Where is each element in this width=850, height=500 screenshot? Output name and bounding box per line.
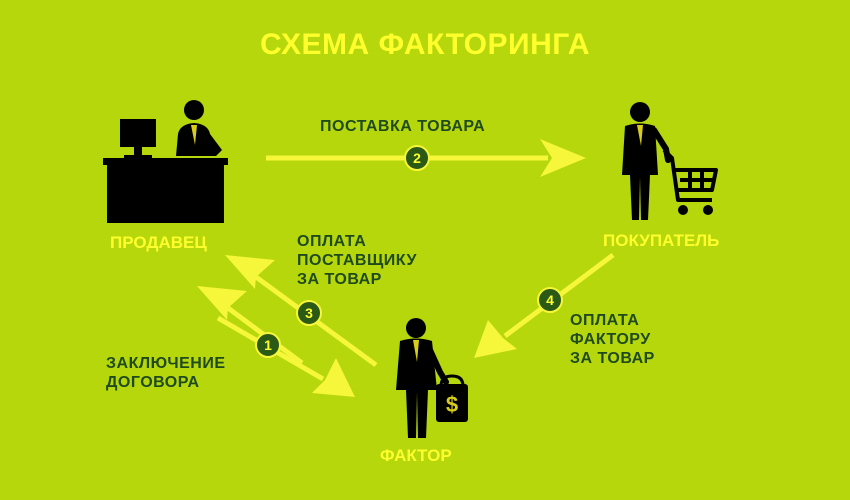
payment-to-factor-line-1: ОПЛАТА: [570, 312, 640, 329]
factor-label: ФАКТОР: [380, 446, 452, 465]
step-badge-4: 4: [537, 287, 563, 313]
contract-label: ЗАКЛЮЧЕНИЕ ДОГОВОРА: [106, 354, 226, 392]
payment-to-supplier-label: ОПЛАТА ПОСТАВЩИКУ ЗА ТОВАР: [297, 232, 417, 289]
step-badge-2: 2: [404, 145, 430, 171]
factor-with-money-bag-icon: [396, 318, 468, 438]
step-badge-3: 3: [296, 300, 322, 326]
contract-label-line-1: ЗАКЛЮЧЕНИЕ: [106, 355, 226, 372]
payment-to-factor-label: ОПЛАТА ФАКТОРУ ЗА ТОВАР: [570, 311, 655, 368]
money-bag-icon: [436, 374, 468, 422]
seller-at-desk-icon: [103, 100, 228, 223]
payment-to-factor-line-3: ЗА ТОВАР: [570, 350, 655, 367]
buyer-with-cart-icon: [622, 102, 718, 220]
delivery-label-line: ПОСТАВКА ТОВАРА: [320, 118, 486, 135]
payment-to-factor-line-2: ФАКТОРУ: [570, 331, 651, 348]
dollar-sign: $: [446, 392, 458, 417]
page-title: СХЕМА ФАКТОРИНГА: [259, 28, 591, 61]
step-badge-1: 1: [255, 332, 281, 358]
payment-to-supplier-line-3: ЗА ТОВАР: [297, 271, 382, 288]
buyer-label: ПОКУПАТЕЛЬ: [603, 231, 720, 250]
arrow-contract-to-factor: [216, 315, 355, 397]
contract-label-line-2: ДОГОВОРА: [106, 374, 200, 391]
delivery-label: ПОСТАВКА ТОВАРА: [320, 117, 485, 136]
seller-label: ПРОДАВЕЦ: [110, 233, 207, 252]
payment-to-supplier-line-2: ПОСТАВЩИКУ: [297, 252, 417, 269]
payment-to-supplier-line-1: ОПЛАТА: [297, 233, 367, 250]
